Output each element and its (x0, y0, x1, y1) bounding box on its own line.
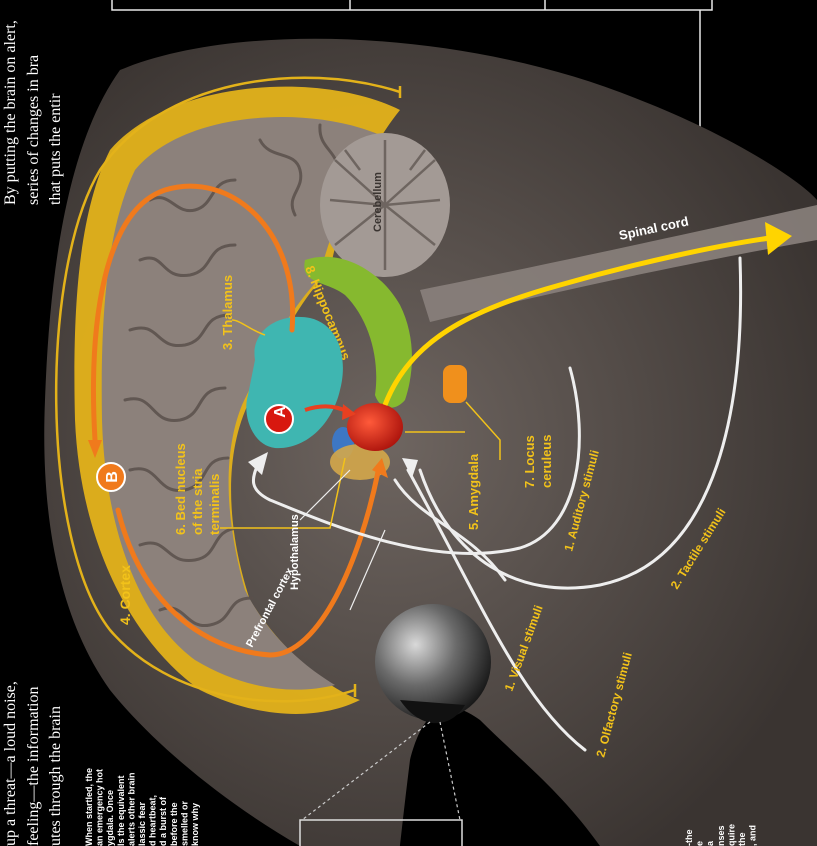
caption-line: know why (190, 803, 200, 846)
caption-line: lassic fear (137, 801, 147, 846)
caption-line: the (737, 833, 747, 846)
caption-line: ygdala. Once (105, 790, 115, 846)
marker-a: A (265, 405, 293, 433)
caption-line: -the (684, 830, 694, 846)
caption-line: smelled or (179, 800, 189, 846)
svg-text:feeling—the information: feeling—the information (25, 686, 42, 846)
caption-line: , and (748, 825, 758, 846)
cortex-label: 4. Cortex (117, 565, 133, 625)
caption-line: nses (716, 825, 726, 846)
cerebellum: Cerebellum (320, 133, 450, 277)
svg-text:that puts the entir: that puts the entir (47, 93, 64, 205)
caption-line: alerts other brain (126, 772, 136, 846)
locus-label-2: ceruleus (539, 435, 554, 488)
caption-line: quire (726, 824, 736, 846)
caption-line: an emergency hot (95, 769, 105, 846)
svg-text:A: A (272, 406, 289, 418)
amygdala (347, 403, 403, 451)
caption-line: When startled, the (84, 768, 94, 846)
svg-text:utes through the brain: utes through the brain (47, 706, 64, 846)
caption-line: d heartbeat, (148, 795, 158, 846)
bed-nucleus-label-3: terminalis (207, 474, 222, 535)
locus-ceruleus (443, 365, 467, 403)
intro-text-top: By putting the brain on alert, series of… (2, 20, 64, 205)
marker-b: B (97, 463, 125, 491)
svg-text:By putting the brain on alert,: By putting the brain on alert, (2, 20, 19, 205)
intro-text-left: up a threat—a loud noise, feeling—the in… (2, 681, 64, 846)
svg-text:up a threat—a loud noise,: up a threat—a loud noise, (2, 681, 19, 846)
caption-line: ls the equivalent (116, 775, 126, 846)
caption-line: before the (169, 802, 179, 846)
svg-text:B: B (104, 471, 121, 483)
thalamus-label: 3. Thalamus (220, 275, 235, 350)
caption-line: e (695, 841, 705, 846)
caption-line: d a burst of (158, 796, 168, 846)
bed-nucleus-label-2: of the stria (190, 468, 205, 535)
amygdala-label: 5. Amygdala (466, 453, 481, 530)
locus-label-1: 7. Locus (522, 435, 537, 488)
cerebellum-label: Cerebellum (372, 172, 384, 232)
svg-text:series of changes in bra: series of changes in bra (25, 55, 42, 205)
bed-nucleus-label-1: 6. Bed nucleus (173, 443, 188, 535)
